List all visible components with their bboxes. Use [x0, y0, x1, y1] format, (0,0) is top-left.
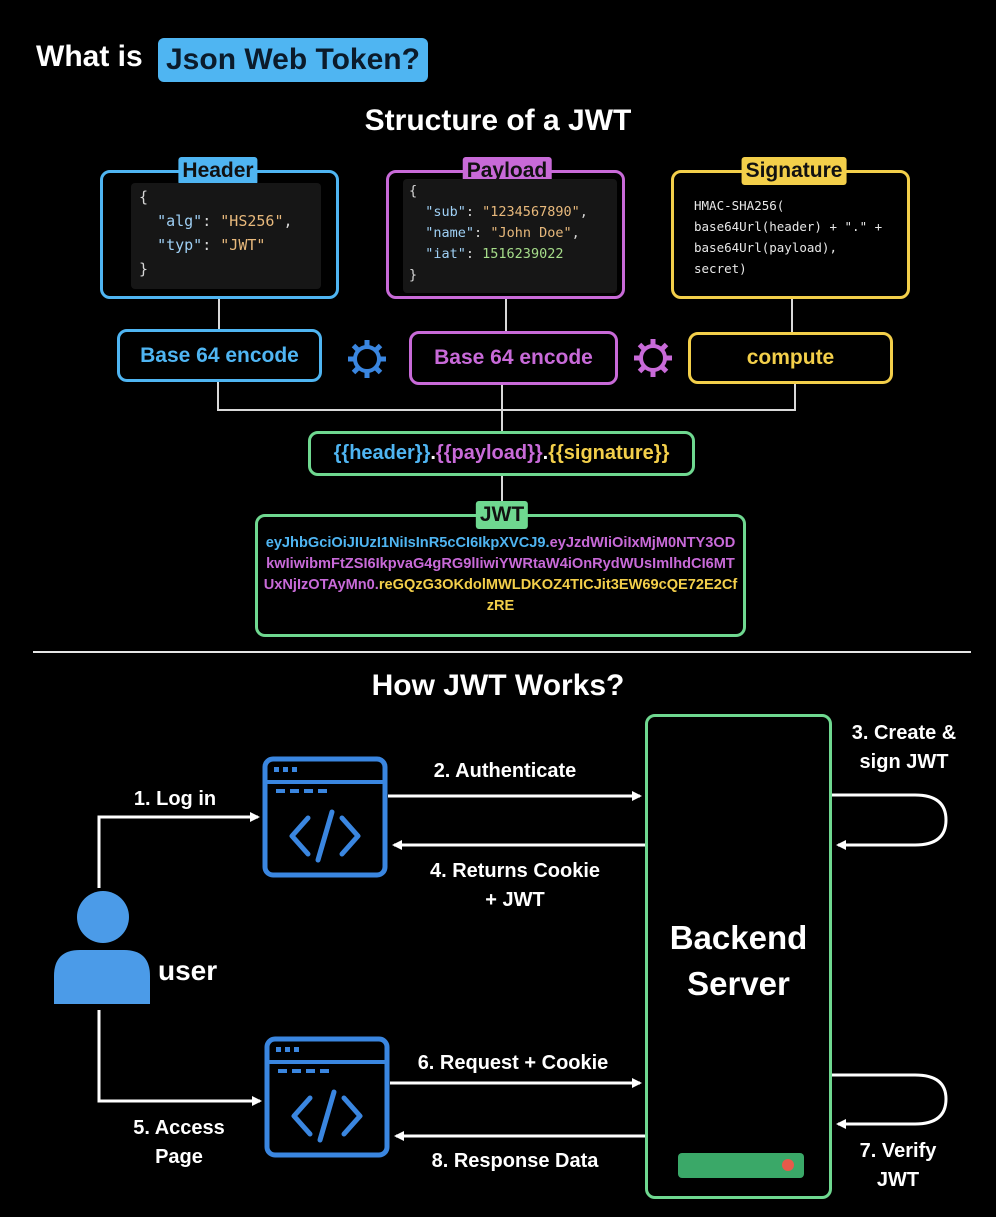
connector-line [218, 299, 220, 329]
section-divider [33, 651, 971, 653]
gear-icon [634, 339, 672, 377]
header-encode-box: Base 64 encode [117, 329, 322, 382]
jwt-tag: JWT [475, 501, 529, 529]
server-label: Backend Server [669, 919, 808, 1002]
server-status-bar [678, 1153, 804, 1178]
step-login-label: 1. Log in [133, 788, 217, 810]
flow-heading: How JWT Works? [371, 669, 625, 702]
header-box: Header { "alg": "HS256", "typ": "JWT"} [100, 157, 339, 299]
user-icon [54, 891, 150, 1004]
user-label: user [158, 955, 218, 986]
gear-icon [348, 340, 386, 378]
jwt-template-box: {{header}}.{{payload}}.{{signature}} [308, 431, 695, 476]
template-signature: {{signature}} [548, 442, 670, 464]
payload-box: Payload { "sub": "1234567890", "name": "… [386, 157, 625, 299]
connector-line [217, 409, 796, 411]
step-authenticate-label: 2. Authenticate [433, 760, 577, 782]
template-dot: . [430, 442, 436, 464]
jwt-box: JWT eyJhbGciOiJIUzI1NiIsInR5cCI6IkpXVCJ9… [255, 501, 746, 637]
jwt-payload-part: eyJzdWIiOiIxMjM0NTY3ODkwIiwibmFtZSI6Ikpv… [263, 535, 736, 593]
connector-line [794, 384, 796, 411]
header-code: { "alg": "HS256", "typ": "JWT"} [131, 183, 321, 289]
browser-code-icon [264, 1036, 390, 1158]
template-header: {{header}} [333, 442, 431, 464]
header-tag: Header [178, 157, 258, 185]
step-returns-label: 4. Returns Cookie+ JWT [429, 860, 601, 911]
server-status-led [782, 1159, 794, 1171]
step-create-sign-label: 3. Create &sign JWT [851, 722, 957, 773]
structure-heading: Structure of a JWT [364, 104, 632, 137]
template-dot: . [542, 442, 549, 464]
jwt-header-part: eyJhbGciOiJIUzI1NiIsInR5cCI6IkpXVCJ9. [265, 535, 550, 551]
connector-line [505, 299, 507, 331]
step-response-label: 8. Response Data [431, 1150, 599, 1172]
signature-code: HMAC-SHA256(base64Url(header) + "." +bas… [688, 189, 900, 285]
jwt-token: eyJhbGciOiJIUzI1NiIsInR5cCI6IkpXVCJ9.eyJ… [262, 533, 739, 617]
title-prefix: What is [36, 40, 143, 73]
connector-line [501, 476, 503, 502]
signature-tag: Signature [741, 157, 847, 185]
connector-line [217, 382, 219, 411]
connector-line [791, 299, 793, 332]
payload-code: { "sub": "1234567890", "name": "John Doe… [403, 179, 617, 293]
connector-line [501, 385, 503, 433]
payload-encode-box: Base 64 encode [409, 331, 618, 385]
backend-server: Backend Server [645, 714, 832, 1199]
template-payload: {{payload}} [435, 442, 543, 464]
title-highlight: Json Web Token? [158, 38, 428, 82]
step-request-label: 6. Request + Cookie [417, 1052, 609, 1074]
signature-compute-box: compute [688, 332, 893, 384]
jwt-signature-part: reGQzG3OKdolMWLDKOZ4TICJit3EW69cQE72E2Cf… [378, 577, 738, 614]
browser-code-icon [262, 756, 388, 878]
signature-box: Signature HMAC-SHA256(base64Url(header) … [671, 157, 910, 299]
